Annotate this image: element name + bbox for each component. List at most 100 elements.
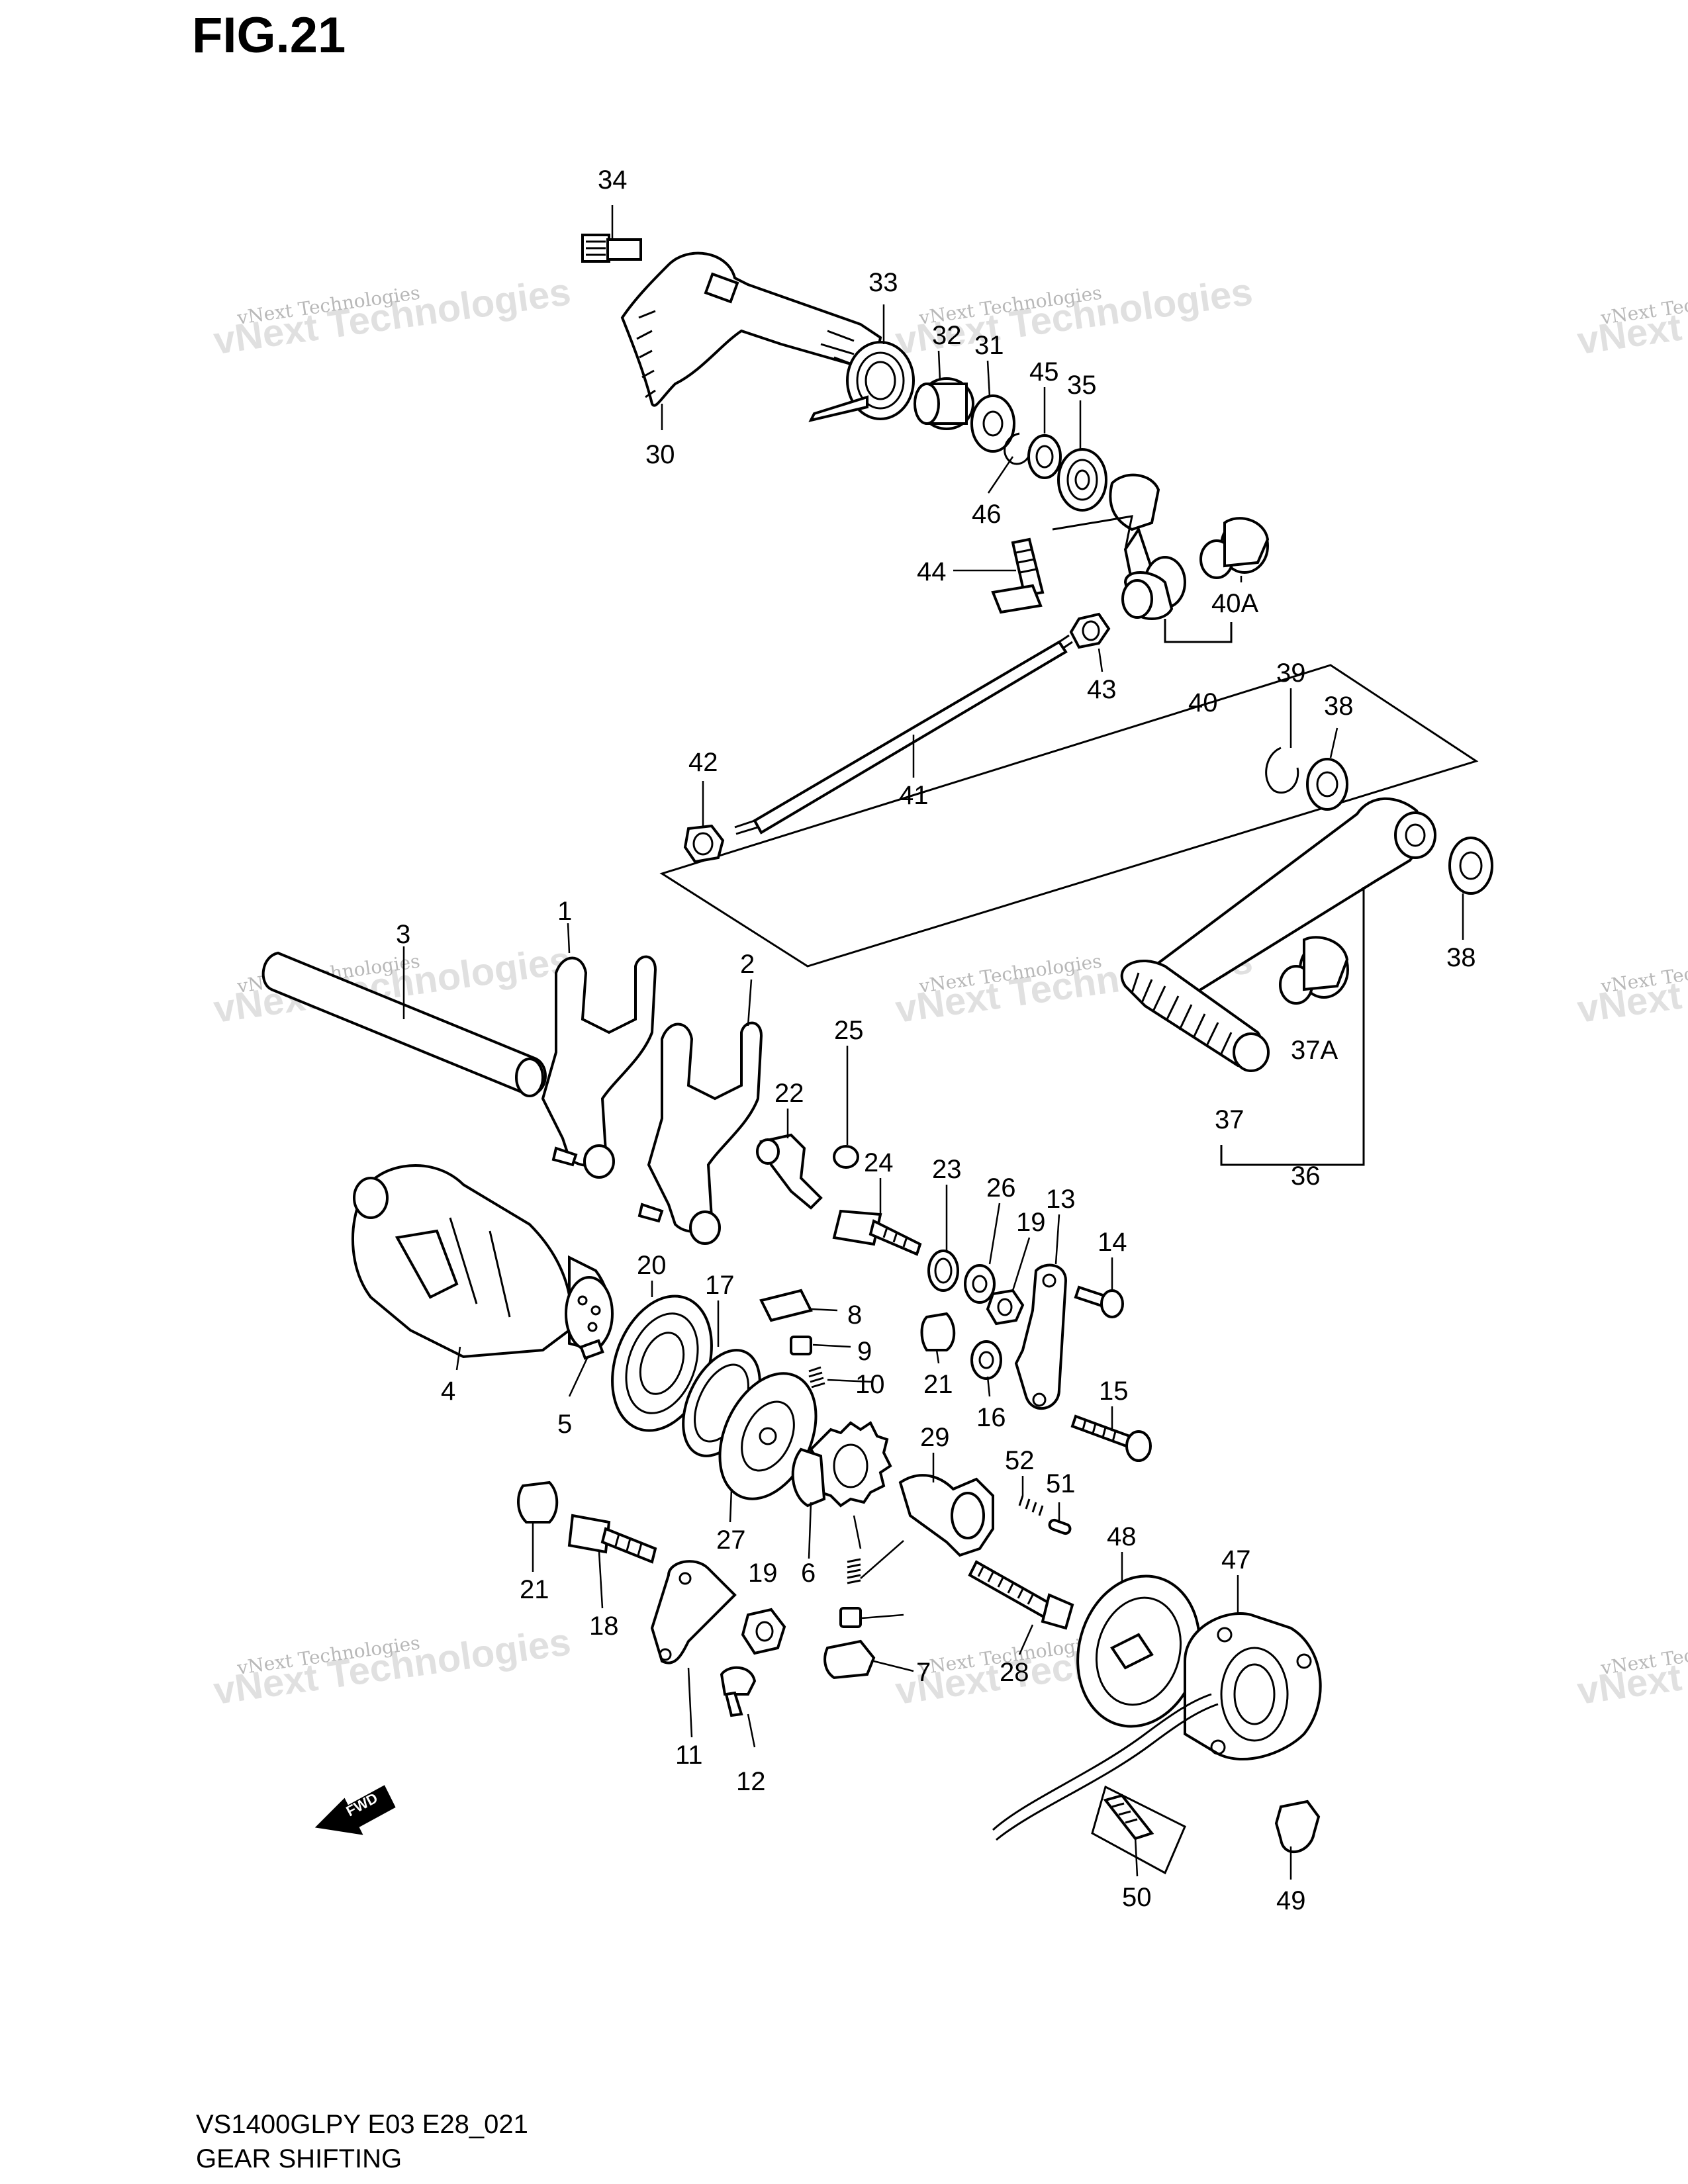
assembly-bracket-line [659, 664, 1479, 968]
callout-37A: 37A [1291, 1036, 1338, 1065]
callout-35: 35 [1067, 371, 1097, 400]
part-52-spring [1018, 1495, 1044, 1516]
figure-title: FIG.21 [192, 7, 346, 64]
part-26-washer [964, 1264, 996, 1304]
part-3-fork-shaft [261, 951, 547, 1097]
watermark: vNext Technologies vNext Technologies [1575, 270, 1688, 363]
callout-7: 7 [916, 1658, 931, 1687]
callout-12: 12 [736, 1767, 766, 1796]
callout-48: 48 [1107, 1522, 1137, 1551]
part-18-bolt [567, 1514, 657, 1564]
part-4-shift-cam [352, 1164, 614, 1359]
callout-5: 5 [557, 1410, 572, 1439]
watermark: vNext Technologies vNext Technologies [1575, 1620, 1688, 1713]
part-36-gearshift-lever [1143, 797, 1436, 1001]
part-14-screw [1074, 1285, 1124, 1318]
part-40-linkage [1109, 473, 1186, 620]
part-hose [992, 1693, 1219, 1841]
part-48-gasket [1076, 1574, 1201, 1728]
callout-24: 24 [864, 1148, 894, 1177]
part-25-washer [833, 1145, 859, 1169]
callout-52: 52 [1005, 1446, 1035, 1475]
part-2-shift-fork [637, 1021, 763, 1245]
callout-33: 33 [868, 268, 898, 297]
part-37A-joint [1279, 936, 1349, 1005]
part-13-plate [1014, 1263, 1068, 1410]
callout-50: 50 [1122, 1883, 1152, 1912]
bracket-40 [1164, 619, 1233, 643]
part-22-plate [756, 1133, 823, 1210]
part-40A-joint [1199, 517, 1270, 579]
link-dash-line [1052, 515, 1133, 550]
callout-6: 6 [801, 1559, 816, 1588]
part-42-nut [683, 824, 725, 864]
part-10-spring-lower [847, 1558, 861, 1584]
callout-47: 47 [1221, 1545, 1251, 1574]
callout-25: 25 [834, 1016, 864, 1045]
part-23-spring [927, 1250, 959, 1292]
callout-20: 20 [637, 1251, 667, 1280]
callout-19: 19 [1016, 1208, 1046, 1237]
callout-39: 39 [1276, 659, 1306, 688]
callout-40A: 40A [1211, 589, 1258, 618]
callout-22: 22 [774, 1079, 804, 1108]
part-7-pawl [823, 1639, 876, 1680]
bracket-36 [1220, 887, 1365, 1166]
part-41-tie-rod [734, 634, 1073, 835]
section-name: GEAR SHIFTING [196, 2144, 402, 2173]
callout-23: 23 [932, 1155, 962, 1184]
callout-42: 42 [688, 748, 718, 777]
part-38-washer [1306, 758, 1348, 811]
callout-34: 34 [598, 165, 628, 195]
callout-37: 37 [1215, 1105, 1244, 1134]
callout-19-lower: 19 [748, 1559, 778, 1588]
part-32-bushing [914, 377, 974, 430]
callout-labels: 1 2 3 4 5 6 7 8 9 10 11 12 13 14 15 16 1… [396, 165, 1476, 1915]
watermark: vNext Technologies vNext Technologies [211, 270, 573, 363]
callout-32: 32 [932, 321, 962, 350]
model-code: VS1400GLPY E03 E28_021 [196, 2110, 528, 2139]
callout-45: 45 [1029, 357, 1059, 387]
callout-17: 17 [705, 1271, 735, 1300]
callout-31: 31 [974, 331, 1004, 360]
callout-10: 10 [855, 1370, 885, 1399]
callout-9: 9 [857, 1337, 872, 1366]
part-9-pin-lower [839, 1607, 862, 1628]
callout-15: 15 [1099, 1377, 1129, 1406]
part-50-stud [1103, 1794, 1154, 1841]
part-43-nut [1069, 612, 1111, 649]
part-31-washer [970, 394, 1015, 453]
callout-4: 4 [441, 1377, 455, 1406]
part-39-circlip [1265, 747, 1299, 794]
part-11-bracket [650, 1560, 737, 1664]
callout-28: 28 [1000, 1658, 1029, 1687]
watermark: vNext Technologies vNext Technologies [1575, 938, 1688, 1031]
callout-18: 18 [589, 1612, 619, 1641]
callout-27: 27 [716, 1525, 746, 1555]
callout-16: 16 [976, 1403, 1006, 1432]
callout-30: 30 [645, 440, 675, 469]
part-33-spring [808, 341, 915, 422]
part-35-bearing [1057, 448, 1107, 512]
callout-1: 1 [557, 897, 572, 926]
part-19-nut [986, 1289, 1025, 1326]
part-44-bolt [991, 537, 1045, 614]
callout-51: 51 [1046, 1469, 1076, 1498]
part-12-screw [720, 1666, 757, 1717]
part-30-shift-shaft [620, 251, 882, 407]
part-5-pin [579, 1339, 604, 1360]
callout-14: 14 [1098, 1228, 1127, 1257]
part-49-cap-nut [1274, 1799, 1321, 1853]
callout-21: 21 [923, 1370, 953, 1399]
callout-36: 36 [1291, 1161, 1321, 1191]
callout-40: 40 [1188, 688, 1218, 717]
callout-38: 38 [1324, 692, 1354, 721]
part-37-rubber-grip [1120, 960, 1270, 1072]
part-47-cover [1184, 1612, 1322, 1760]
callout-38-lower: 38 [1446, 943, 1476, 972]
part-29-arm [898, 1474, 994, 1557]
part-19-nut-lower [741, 1608, 786, 1655]
callout-41: 41 [899, 781, 929, 810]
